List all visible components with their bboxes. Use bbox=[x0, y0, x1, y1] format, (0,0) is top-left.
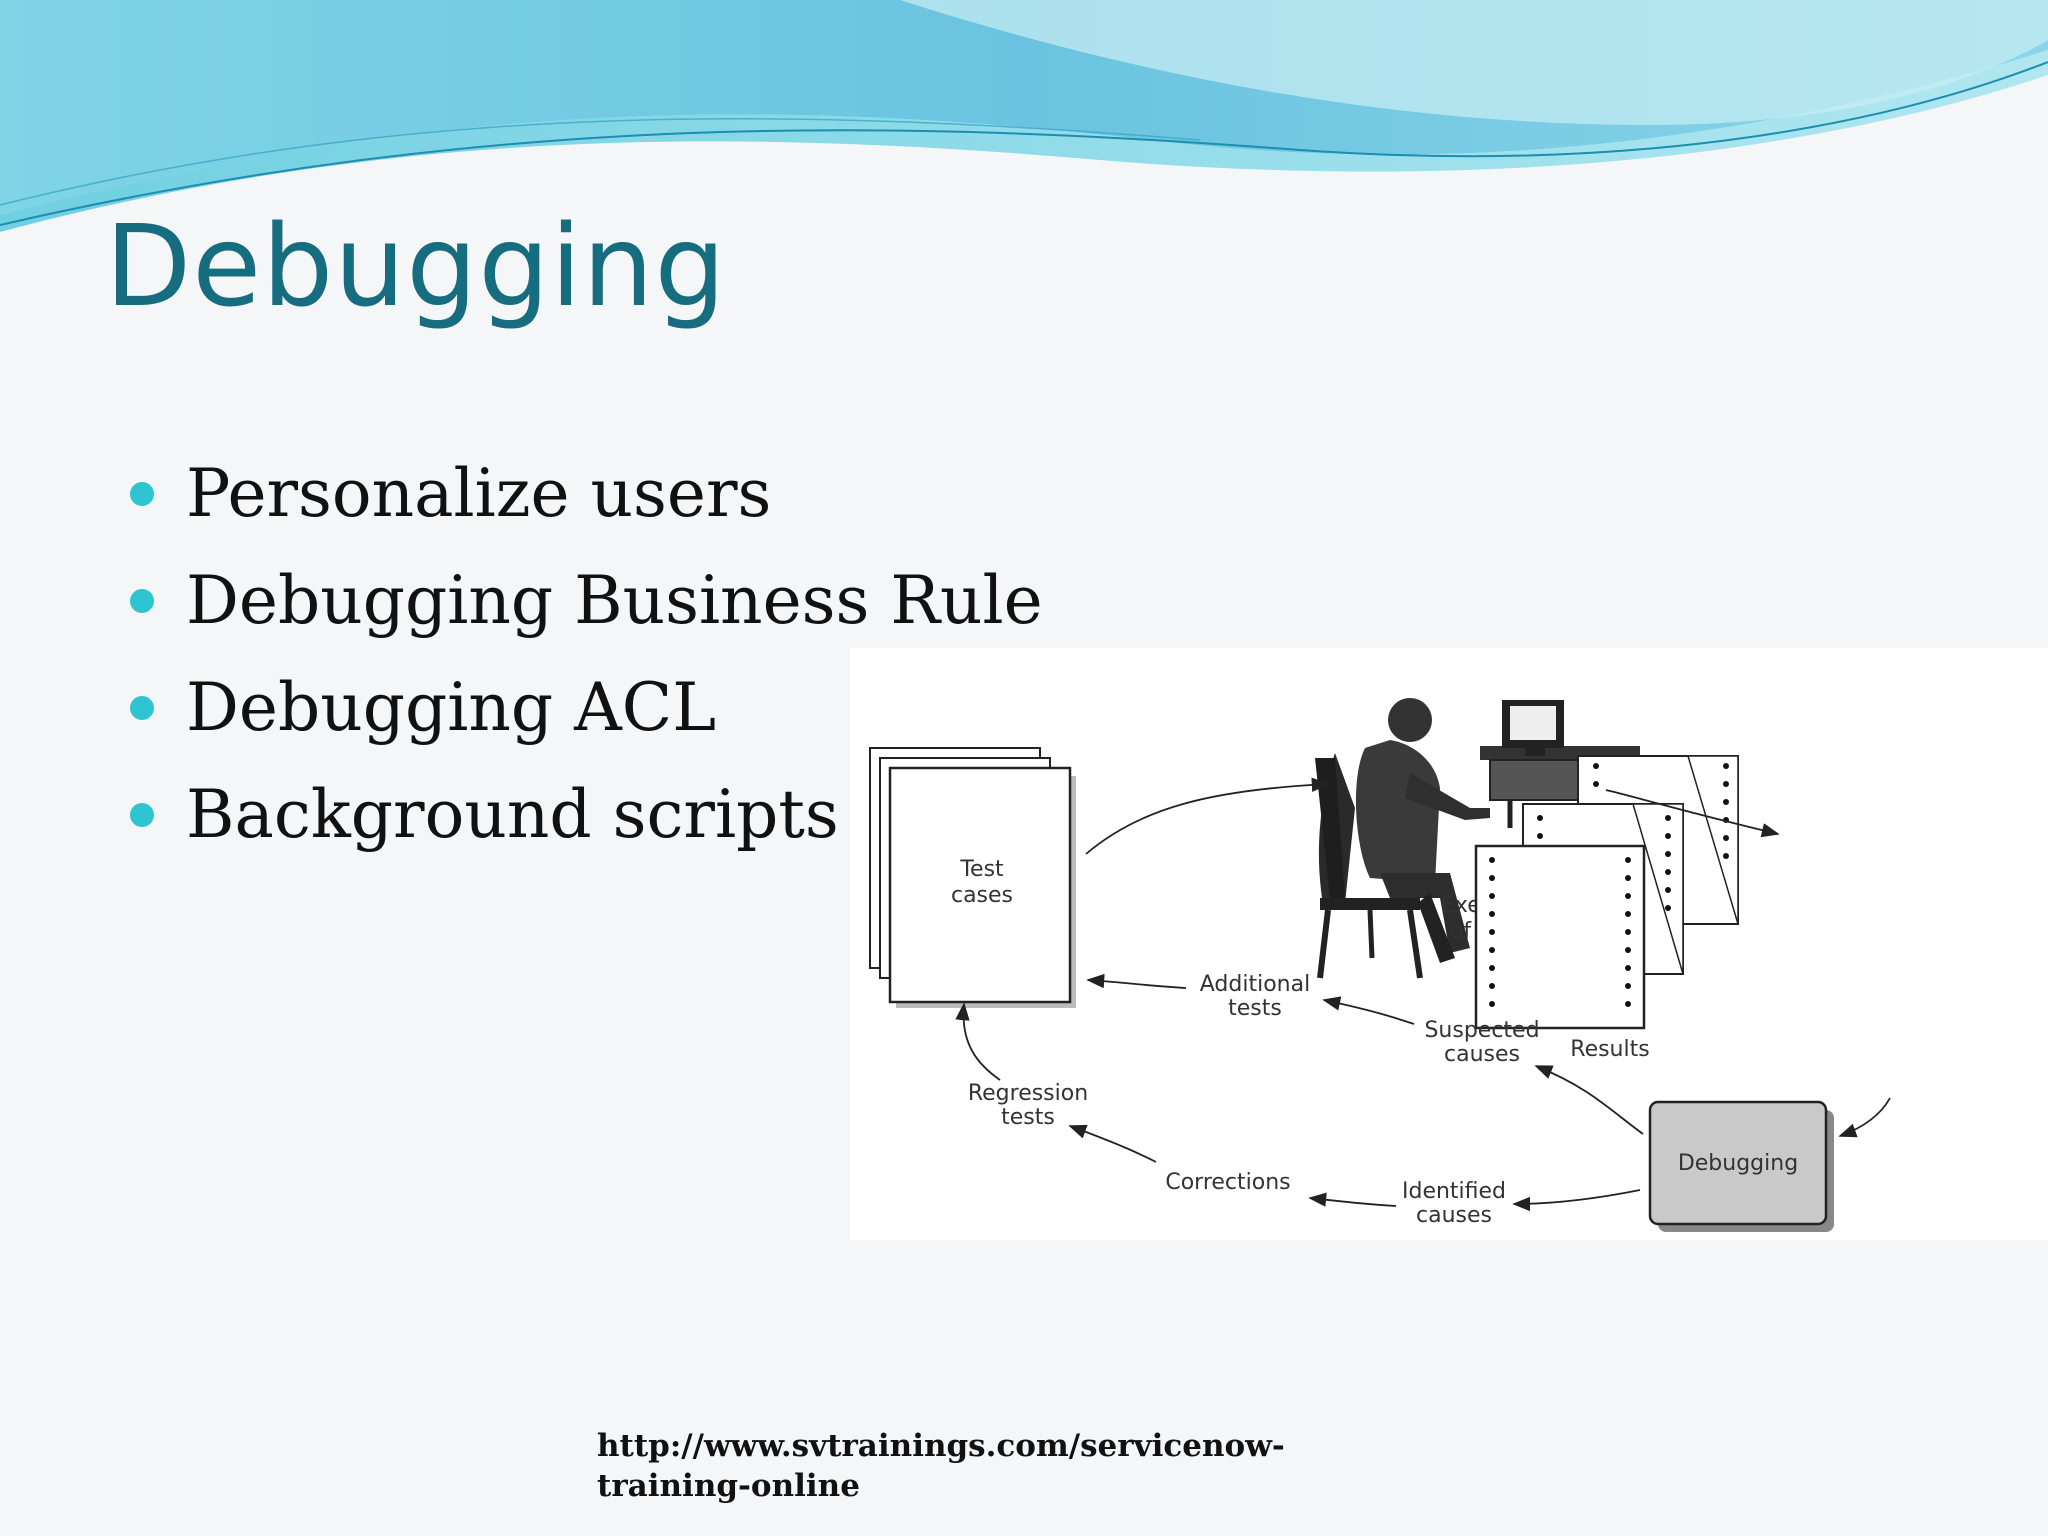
header-wave-decoration bbox=[0, 0, 2048, 232]
suspected-causes-label-1: Suspected bbox=[1424, 1018, 1539, 1043]
bullet-dot-icon bbox=[130, 482, 154, 506]
debugging-process-diagram: Test cases bbox=[850, 648, 2048, 1240]
identified-causes-label-1: Identified bbox=[1402, 1179, 1506, 1204]
bullet-text: Debugging ACL bbox=[186, 669, 717, 746]
test-cases-stack: Test cases bbox=[869, 747, 1076, 1008]
footer-url-line-2: training-online bbox=[597, 1468, 860, 1504]
corrections-label: Corrections bbox=[1165, 1170, 1290, 1195]
bullet-dot-icon bbox=[130, 589, 154, 613]
results-printouts-icon bbox=[1474, 755, 1739, 1030]
regression-tests-label-1: Regression bbox=[968, 1081, 1088, 1106]
bullet-dot-icon bbox=[130, 803, 154, 827]
identified-causes-label-2: causes bbox=[1416, 1203, 1492, 1228]
footer-url: http://www.svtrainings.com/servicenow- t… bbox=[597, 1426, 1317, 1506]
bullet-text: Personalize users bbox=[186, 455, 772, 532]
debugging-box: Debugging bbox=[1648, 1100, 1834, 1232]
additional-tests-label-2: tests bbox=[1228, 996, 1282, 1021]
test-cases-label-2: cases bbox=[951, 883, 1013, 908]
bullet-text: Debugging Business Rule bbox=[186, 562, 1043, 639]
footer-url-line-1: http://www.svtrainings.com/servicenow- bbox=[597, 1428, 1285, 1464]
bullet-text: Background scripts bbox=[186, 776, 839, 853]
bullet-item: Personalize users bbox=[128, 440, 1043, 547]
suspected-causes-label-2: causes bbox=[1444, 1042, 1520, 1067]
bullet-list: Personalize users Debugging Business Rul… bbox=[128, 440, 1043, 868]
additional-tests-label-1: Additional bbox=[1200, 972, 1310, 997]
debugging-label: Debugging bbox=[1678, 1151, 1798, 1176]
bullet-item: Background scripts bbox=[128, 761, 1043, 868]
slide-title: Debugging bbox=[105, 202, 727, 332]
bullet-dot-icon bbox=[130, 696, 154, 720]
results-label: Results bbox=[1570, 1037, 1649, 1062]
regression-tests-label-2: tests bbox=[1001, 1105, 1055, 1130]
bullet-item: Debugging Business Rule bbox=[128, 547, 1043, 654]
test-cases-label-1: Test bbox=[959, 857, 1004, 882]
process-arrows bbox=[955, 777, 1891, 1212]
bullet-item: Debugging ACL bbox=[128, 654, 1043, 761]
